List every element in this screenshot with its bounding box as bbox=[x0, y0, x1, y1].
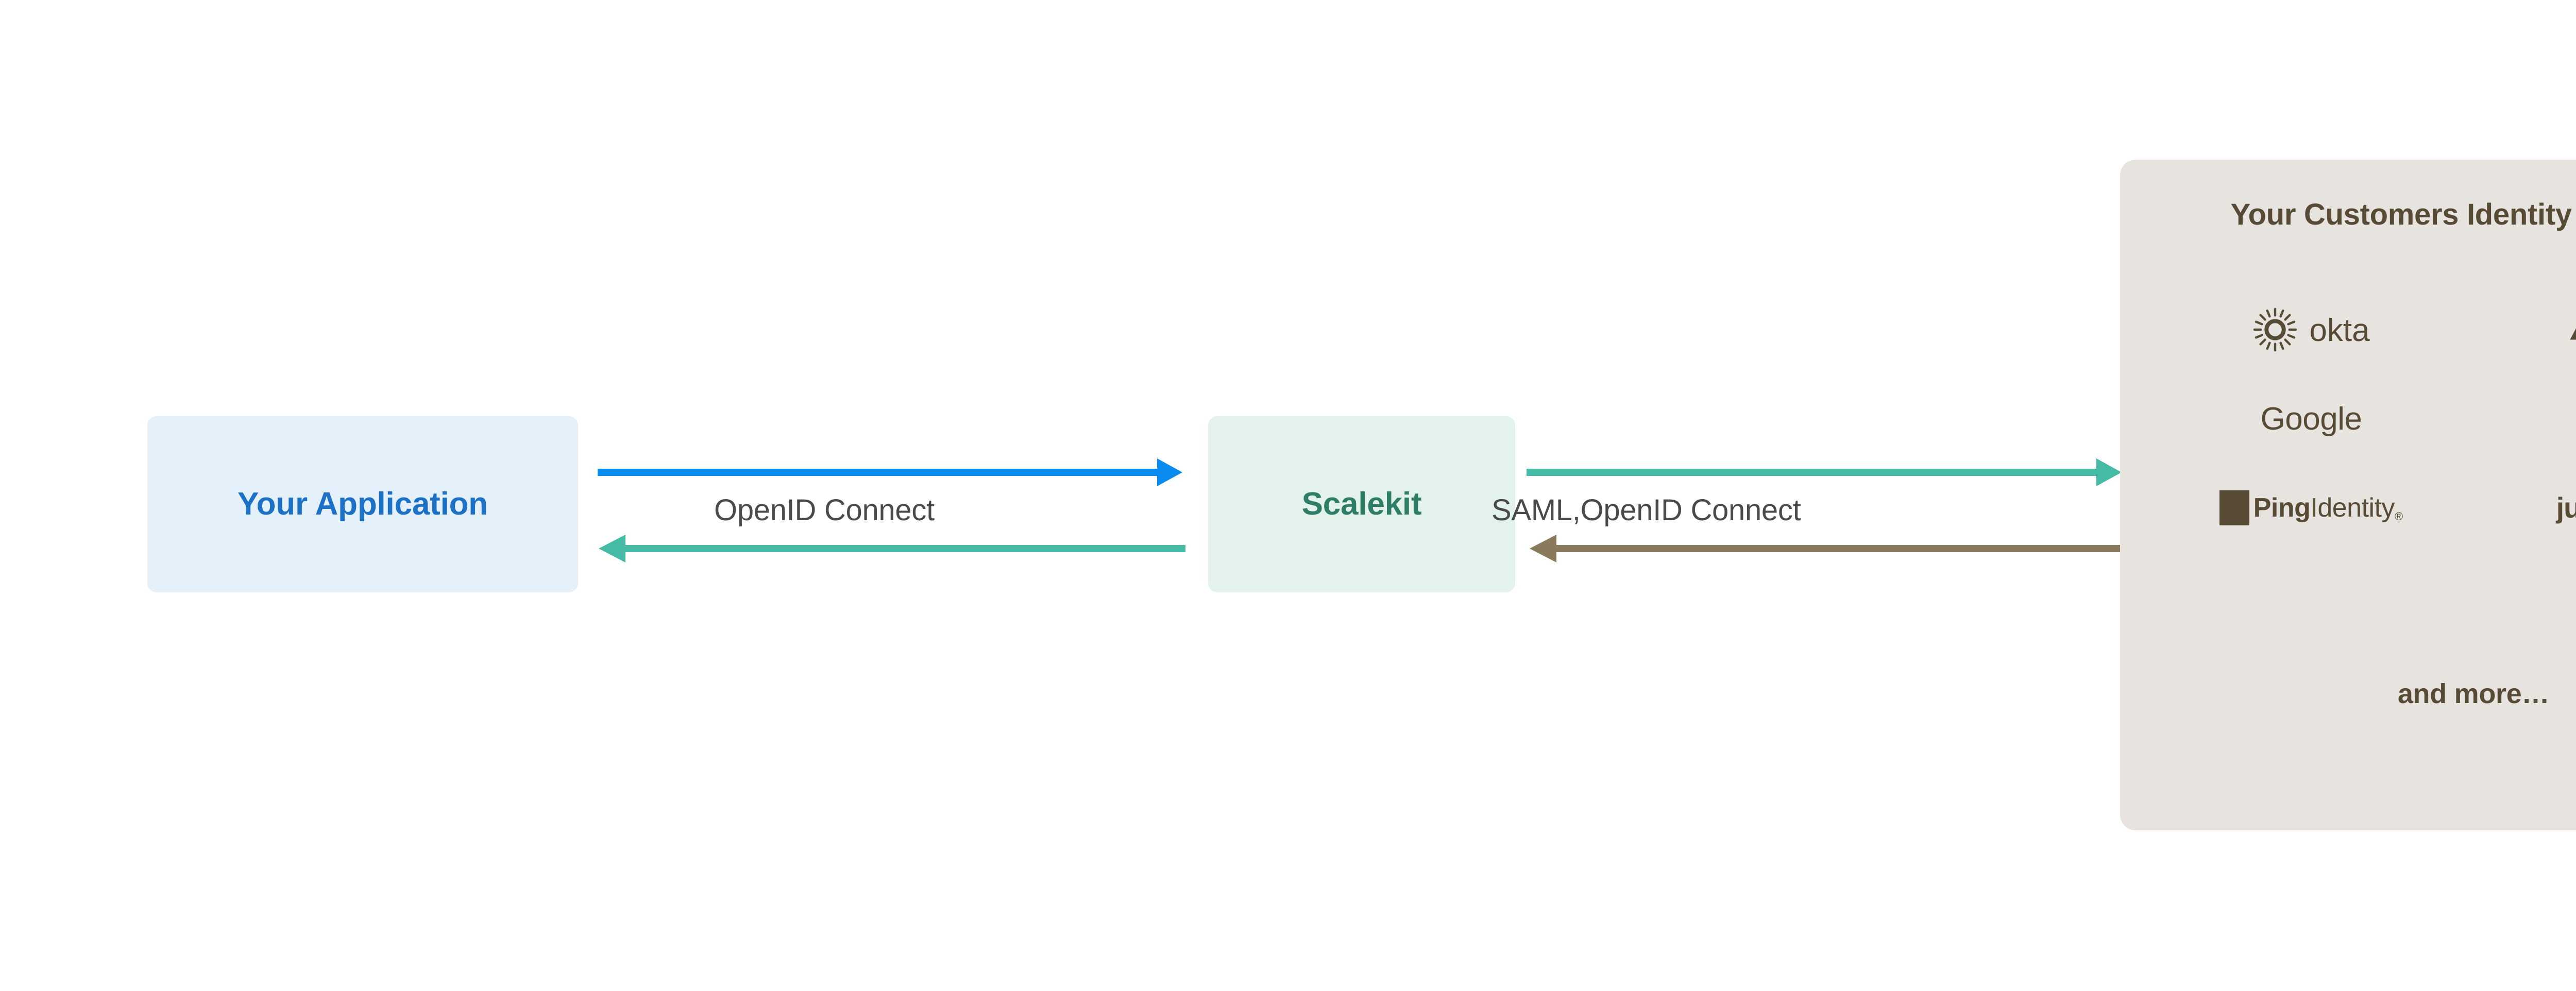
node-your-application-label: Your Application bbox=[238, 486, 488, 522]
provider-pingidentity[interactable]: Ping Identity ® bbox=[2219, 490, 2403, 525]
flow-label-openid-connect: OpenID Connect bbox=[714, 493, 935, 527]
identity-providers-grid: okta Azure bbox=[2149, 286, 2576, 552]
flow-label-saml-openid-connect: SAML,OpenID Connect bbox=[1492, 493, 1801, 527]
ping-square-icon bbox=[2219, 490, 2249, 525]
node-scalekit[interactable]: Scalekit bbox=[1208, 416, 1515, 592]
identity-providers-panel: Your Customers Identity Providers bbox=[2120, 160, 2576, 830]
flow-scalekit-identity-providers: SAML,OpenID Connect bbox=[1492, 453, 2130, 572]
ping-wordmark-light: Identity bbox=[2310, 493, 2395, 523]
provider-azure[interactable]: Azure bbox=[2570, 310, 2576, 352]
arrow-openid-connect-response bbox=[599, 535, 1185, 562]
ping-wordmark-bold: Ping bbox=[2253, 493, 2311, 523]
provider-google[interactable]: Google bbox=[2261, 403, 2362, 435]
identity-providers-title: Your Customers Identity Providers bbox=[2230, 198, 2576, 231]
registered-trademark-icon: ® bbox=[2395, 510, 2403, 523]
provider-okta[interactable]: okta bbox=[2252, 307, 2370, 355]
arrow-saml-openid-response bbox=[1530, 535, 2124, 562]
google-wordmark: Google bbox=[2260, 401, 2362, 437]
okta-wordmark: okta bbox=[2309, 313, 2370, 348]
okta-sunburst-icon bbox=[2252, 307, 2298, 355]
jumpcloud-wordmark: jumpcloud bbox=[2556, 491, 2576, 524]
arrow-openid-connect-request bbox=[598, 458, 1182, 486]
and-more-label: and more… bbox=[2397, 678, 2550, 709]
flow-application-scalekit: OpenID Connect bbox=[592, 453, 1190, 572]
provider-jumpcloud[interactable]: jumpcloud TM bbox=[2556, 493, 2576, 522]
node-your-application[interactable]: Your Application bbox=[147, 416, 578, 592]
node-scalekit-label: Scalekit bbox=[1301, 486, 1422, 522]
azure-triangle-icon bbox=[2570, 310, 2576, 352]
arrow-saml-openid-request bbox=[1527, 458, 2122, 486]
